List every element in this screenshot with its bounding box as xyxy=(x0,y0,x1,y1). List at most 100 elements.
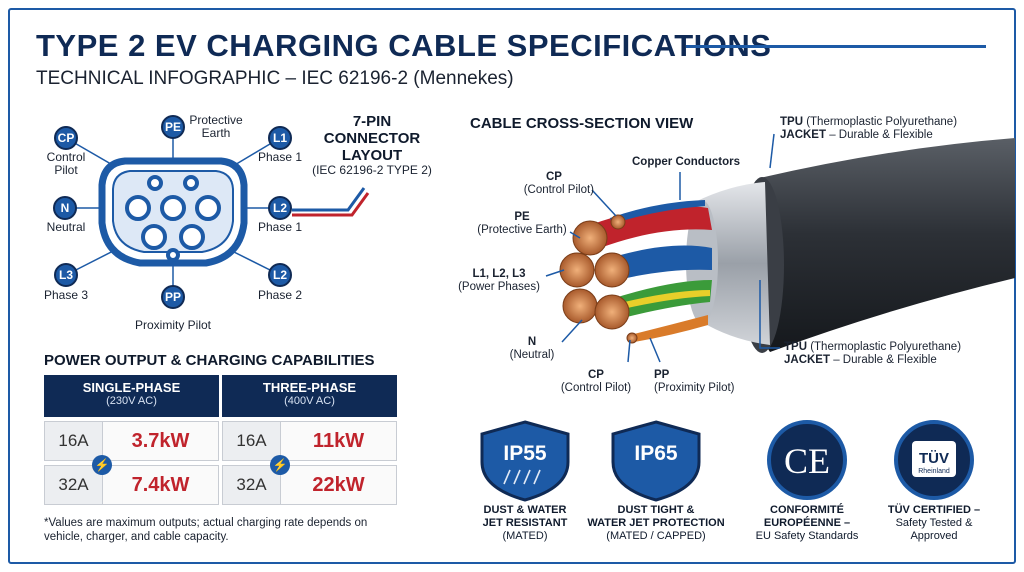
amp-cell: 32A xyxy=(223,466,281,504)
cable-jacket xyxy=(747,138,1015,352)
cable-heading: CABLE CROSS-SECTION VIEW xyxy=(470,115,694,132)
pin-code-l3: L3 xyxy=(59,268,73,282)
connector-subheading: (IEC 62196-2 TYPE 2) xyxy=(312,163,432,177)
three-phase-header: THREE-PHASE (400V AC) xyxy=(222,375,397,417)
pointer-pe xyxy=(569,231,581,239)
pin-label-l3: Phase 3 xyxy=(43,288,89,302)
connector-diagram: CP PE L1 N L2 L3 L2 PP xyxy=(53,115,370,309)
pin-badge-l2b xyxy=(268,263,292,287)
pin-l3-socket xyxy=(141,224,167,250)
pin-code-pp: PP xyxy=(165,290,181,304)
wire-orange-signal xyxy=(630,315,708,342)
pin-l2-socket xyxy=(179,224,205,250)
wire-signal-blue xyxy=(610,200,705,224)
cable-illustration xyxy=(545,133,1015,363)
table-row: 32A 7.4kW xyxy=(44,465,219,505)
svg-text:IP55: IP55 xyxy=(503,442,547,465)
copper-end-small xyxy=(610,214,626,230)
pointer-tpu-bottom xyxy=(759,280,780,349)
ce-mark-icon: CE xyxy=(767,420,847,500)
pin-badge-pe xyxy=(161,115,185,139)
pin-n-socket xyxy=(125,195,151,221)
connector-tail-blue xyxy=(292,187,366,212)
pin-code-n: N xyxy=(61,201,70,215)
title-rule xyxy=(686,45,986,48)
kw-cell: 11kW xyxy=(281,422,396,460)
pin-badge-l2a xyxy=(268,196,292,220)
svg-text:IP65: IP65 xyxy=(634,442,678,465)
connector-tail-red xyxy=(292,192,370,217)
amp-cell: 16A xyxy=(45,422,103,460)
tuv-mark-icon: TÜV Rheinland xyxy=(894,420,974,500)
connector-heading: 7-PIN CONNECTOR LAYOUT xyxy=(323,113,421,164)
copper-end xyxy=(572,220,608,256)
ip55-caption: DUST & WATER JET RESISTANT (MATED) xyxy=(482,504,568,542)
pin-code-cp: CP xyxy=(58,131,75,145)
pointer-n xyxy=(561,319,583,343)
svg-text:Rheinland: Rheinland xyxy=(918,468,950,475)
kw-cell: 22kW xyxy=(281,466,396,504)
copper-end xyxy=(559,252,595,288)
pointer-tpu-top xyxy=(769,133,775,169)
table-row: 16A 3.7kW xyxy=(44,421,219,461)
pin-code-l2a: L2 xyxy=(273,201,287,215)
tuv-caption: TÜV CERTIFIED – Safety Tested & Approved xyxy=(887,504,981,542)
pin-cp-socket xyxy=(147,175,163,191)
amp-cell: 16A xyxy=(223,422,281,460)
label-tpu-bottom: TPU (Thermoplastic Polyurethane) JACKET … xyxy=(784,341,962,366)
pin-pp-top-socket xyxy=(183,175,199,191)
label-pe: PE (Protective Earth) xyxy=(477,211,567,236)
table-row: 16A 11kW xyxy=(222,421,397,461)
single-phase-table: SINGLE-PHASE (230V AC) 16A 3.7kW 32A 7.4… xyxy=(44,375,219,505)
label-tpu-top: TPU (Thermoplastic Polyurethane) JACKET … xyxy=(780,116,958,141)
pin-pe-socket xyxy=(160,195,186,221)
power-footnote: *Values are maximum outputs; actual char… xyxy=(44,517,368,543)
single-phase-header: SINGLE-PHASE (230V AC) xyxy=(44,375,219,417)
pin-badge-n xyxy=(53,196,77,220)
copper-end xyxy=(594,294,630,330)
label-neutral: N (Neutral) xyxy=(509,336,555,361)
svg-text:CE: CE xyxy=(784,441,830,481)
ce-caption: CONFORMITÉ EUROPÉENNE – EU Safety Standa… xyxy=(755,504,859,542)
page-title: TYPE 2 EV CHARGING CABLE SPECIFICATIONS xyxy=(36,28,772,63)
copper-end xyxy=(594,252,630,288)
power-heading: POWER OUTPUT & CHARGING CAPABILITIES xyxy=(44,352,375,369)
pointer-cp-top xyxy=(591,189,617,217)
svg-text:TÜV: TÜV xyxy=(919,450,949,467)
label-power-phases: L1, L2, L3 (Power Phases) xyxy=(458,268,540,293)
pin-label-l2a: Phase 1 xyxy=(257,220,303,234)
pointer-pp xyxy=(649,337,661,363)
copper-end xyxy=(562,288,598,324)
pointer-cp-bottom xyxy=(627,339,631,363)
pin-label-l1: Phase 1 xyxy=(257,150,303,164)
pin-label-pp: Proximity Pilot xyxy=(134,318,211,332)
wire-yellow-stripe xyxy=(608,290,710,312)
pin-l1-socket xyxy=(195,195,221,221)
three-phase-table: THREE-PHASE (400V AC) 16A 11kW 32A 22kW xyxy=(222,375,397,505)
pin-badge-cp xyxy=(54,126,78,150)
pin-code-l2b: L2 xyxy=(273,268,287,282)
label-pp: PP (Proximity Pilot) xyxy=(654,369,735,394)
kw-cell: 7.4kW xyxy=(103,466,218,504)
pin-badge-pp xyxy=(161,285,185,309)
pin-code-l1: L1 xyxy=(273,131,287,145)
pointer-power xyxy=(545,269,565,277)
ip65-shield-icon: IP65 xyxy=(611,420,701,502)
kw-cell: 3.7kW xyxy=(103,422,218,460)
table-row: 32A 22kW xyxy=(222,465,397,505)
pin-badge-l1 xyxy=(268,126,292,150)
label-copper: Copper Conductors xyxy=(632,156,740,168)
lightning-icon: ⚡ xyxy=(92,455,112,475)
pin-label-cp: Control Pilot xyxy=(46,150,86,177)
pin-label-pe: Protective Earth xyxy=(189,113,243,140)
pin-badge-l3 xyxy=(54,263,78,287)
ip65-caption: DUST TIGHT & WATER JET PROTECTION (MATED… xyxy=(587,504,725,542)
pin-pp-socket xyxy=(166,248,180,262)
copper-end-small xyxy=(626,332,638,344)
label-cp-top: CP (Control Pilot) xyxy=(523,171,594,196)
pin-label-n: Neutral xyxy=(46,220,86,234)
ip55-shield-icon: IP55 xyxy=(480,420,570,502)
pin-label-l2b: Phase 2 xyxy=(257,288,303,302)
page-frame xyxy=(8,8,1016,564)
lightning-icon: ⚡ xyxy=(270,455,290,475)
